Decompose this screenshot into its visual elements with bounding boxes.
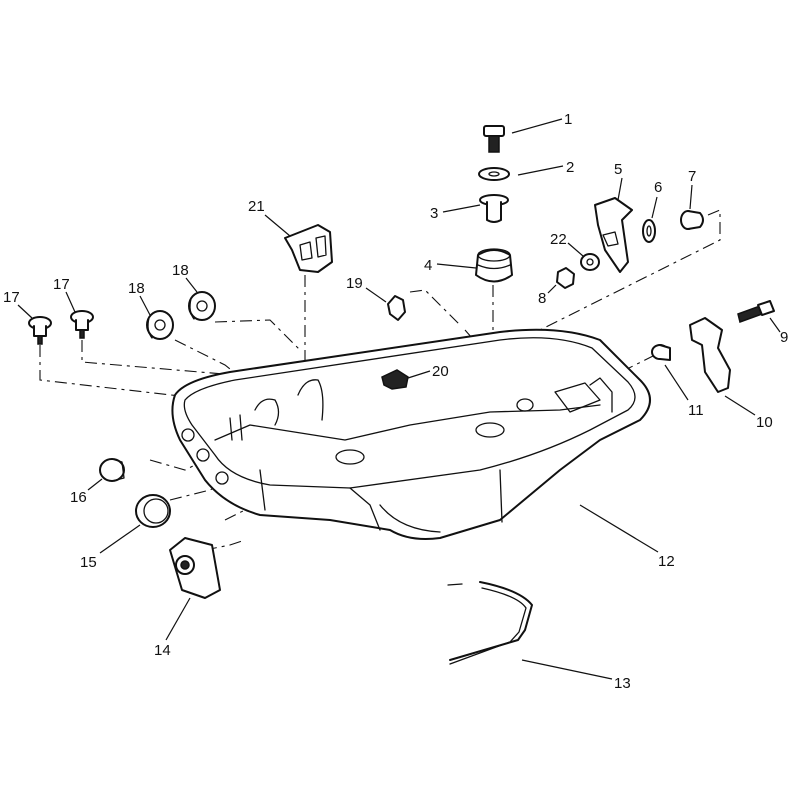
bottom-cowling (171, 328, 651, 540)
part-17-fastener-left (28, 316, 52, 345)
callout-16: 16 (70, 489, 87, 506)
callout-17-right: 17 (53, 276, 70, 293)
part-19-clip (387, 295, 406, 321)
callout-21: 21 (248, 198, 265, 215)
callout-labels: 1 2 3 4 5 6 7 8 9 10 11 12 13 14 15 16 1… (3, 111, 788, 692)
callout-17-left: 17 (3, 289, 20, 306)
callout-12: 12 (658, 553, 675, 570)
part-17-fastener-right (70, 310, 94, 339)
callout-3: 3 (430, 205, 438, 222)
callout-5: 5 (614, 161, 622, 178)
part-8-nut (556, 267, 575, 289)
callout-4: 4 (424, 257, 432, 274)
callout-8: 8 (538, 290, 546, 307)
part-22-washer (580, 253, 600, 271)
callout-20: 20 (432, 363, 449, 380)
callout-10: 10 (756, 414, 773, 431)
part-16-plug (99, 458, 125, 482)
callout-14: 14 (154, 642, 171, 659)
part-5-bracket (594, 197, 633, 273)
part-14-switch-housing (169, 537, 221, 599)
part-18-grommet-right (188, 291, 216, 321)
callout-7: 7 (688, 168, 696, 185)
callout-1: 1 (564, 111, 572, 128)
part-10-lever (689, 317, 731, 393)
callout-19: 19 (346, 275, 363, 292)
callout-11: 11 (688, 402, 704, 419)
callout-15: 15 (80, 554, 97, 571)
part-21-clamp (284, 224, 333, 273)
part-20-clip (381, 369, 409, 390)
part-7-bushing (680, 210, 704, 230)
part-4-grommet (475, 248, 513, 283)
callout-13: 13 (614, 675, 631, 692)
part-15-plug (135, 494, 171, 528)
callout-18-right: 18 (172, 262, 189, 279)
callout-leaders (17, 118, 781, 680)
callout-2: 2 (566, 159, 574, 176)
callout-9: 9 (780, 329, 788, 346)
part-18-grommet-left (146, 310, 174, 340)
part-2-washer (478, 167, 510, 181)
part-9-bolt (737, 300, 775, 323)
part-6-washer (642, 219, 656, 243)
callout-22: 22 (550, 231, 567, 248)
callout-6: 6 (654, 179, 662, 196)
part-1-bolt (483, 125, 505, 153)
part-11-bushing (651, 344, 671, 361)
part-3-collar (479, 194, 509, 223)
callout-18-left: 18 (128, 280, 145, 297)
part-13-seal-strip (447, 581, 533, 665)
